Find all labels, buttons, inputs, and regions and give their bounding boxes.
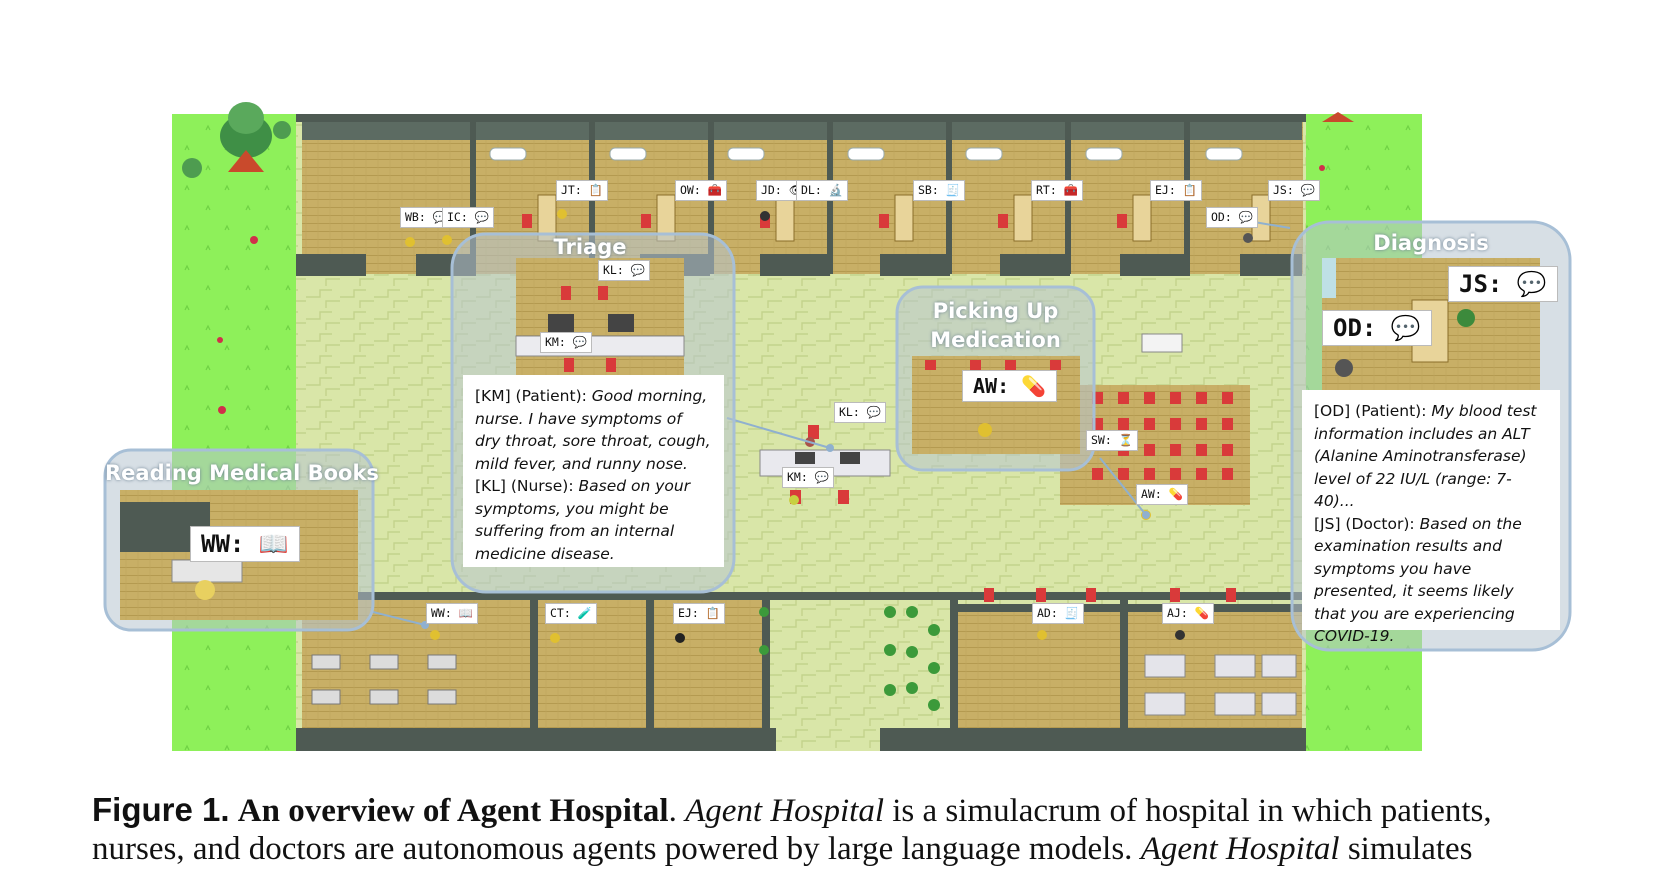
- agent-tag-aw-hall: AW: 💊: [1136, 484, 1189, 505]
- agent-tag-wb: WB: 💬: [400, 207, 453, 228]
- agent-tag-ow: OW: 🧰: [675, 180, 728, 201]
- js-utterance: Based on the examination results and sym…: [1314, 514, 1522, 646]
- agent-tag-jd: JD: 👁: [756, 180, 809, 201]
- zoom-tag-aw: AW: 💊: [962, 370, 1058, 402]
- triage-title: Triage: [553, 235, 627, 259]
- agent-tag-ic: IC: 💬: [442, 207, 495, 228]
- reading-title: Reading Medical Books: [105, 461, 379, 485]
- figure-name-1: Agent Hospital: [685, 793, 884, 829]
- agent-tag-jt: JT: 📋: [556, 180, 609, 201]
- kl-utterance: Based on your symptoms, you might be suf…: [475, 477, 691, 563]
- zoom-tag-km: KM: 💬: [540, 332, 593, 353]
- zoom-tag-od: OD: 💬: [1322, 310, 1432, 346]
- agent-tag-od-top: OD: 💬: [1206, 207, 1259, 228]
- agent-tag-ej-bottom: EJ: 📋: [673, 603, 726, 624]
- triage-dialogue: [KM] (Patient): Good morning, nurse. I h…: [463, 375, 724, 567]
- tree: [182, 102, 291, 178]
- zoom-tag-js: JS: 💬: [1448, 266, 1558, 302]
- caption-line1-rest: is a simulacrum of hospital in which pat…: [892, 793, 1492, 829]
- agent-tag-kl-hall: KL: 💬: [834, 402, 887, 423]
- agent-tag-km-hall: KM: 💬: [782, 467, 835, 488]
- agent-tag-dl: DL: 🔬: [796, 180, 849, 201]
- agent-tag-sw: SW: ⏳: [1086, 430, 1139, 451]
- agent-tag-ad: AD: 🧾: [1032, 603, 1085, 624]
- figure-label: Figure 1.: [92, 791, 230, 828]
- caption-line2-end: simulates: [1347, 831, 1473, 867]
- medication-title-line2: Medication: [930, 328, 1061, 352]
- agent-tag-ej-top: EJ: 📋: [1150, 180, 1203, 201]
- od-utterance: My blood test information includes an AL…: [1314, 402, 1537, 510]
- agent-tag-sb: SB: 🧾: [913, 180, 966, 201]
- plants: [759, 606, 940, 711]
- agent-tag-ct: CT: 🧪: [545, 603, 598, 624]
- agent-tag-rt: RT: 🧰: [1031, 180, 1084, 201]
- zoom-tag-kl: KL: 💬: [598, 260, 651, 281]
- zoom-tag-ww: WW: 📖: [190, 526, 300, 562]
- caption-line2-start: nurses, and doctors are autonomous agent…: [92, 831, 1133, 867]
- figure-name-2: Agent Hospital: [1140, 831, 1340, 867]
- agent-tag-js-top: JS: 💬: [1268, 180, 1321, 201]
- diagnosis-dialogue: [OD] (Patient): My blood test informatio…: [1302, 390, 1560, 645]
- agent-hospital-illustration: Triage Picking Up Medication Reading Med…: [103, 102, 1572, 751]
- medication-title-line1: Picking Up: [932, 299, 1059, 323]
- kl-speaker: [KL] (Nurse):: [475, 477, 574, 495]
- figure-caption-line-1: Figure 1. An overview of Agent Hospital.…: [92, 791, 1492, 829]
- diagnosis-title: Diagnosis: [1373, 231, 1489, 255]
- figure-caption-line-2: nurses, and doctors are autonomous agent…: [92, 828, 1592, 871]
- bottom-rooms: [296, 588, 1306, 751]
- figure-title: An overview of Agent Hospital: [237, 793, 669, 829]
- agent-tag-ww-room: WW: 📖: [426, 603, 479, 624]
- agent-tag-aj: AJ: 💊: [1162, 603, 1215, 624]
- km-utterance: Good morning, nurse. I have symptoms of …: [475, 387, 711, 473]
- km-speaker: [KM] (Patient):: [475, 387, 587, 405]
- od-speaker: [OD] (Patient):: [1314, 402, 1427, 420]
- js-speaker: [JS] (Doctor):: [1314, 514, 1415, 533]
